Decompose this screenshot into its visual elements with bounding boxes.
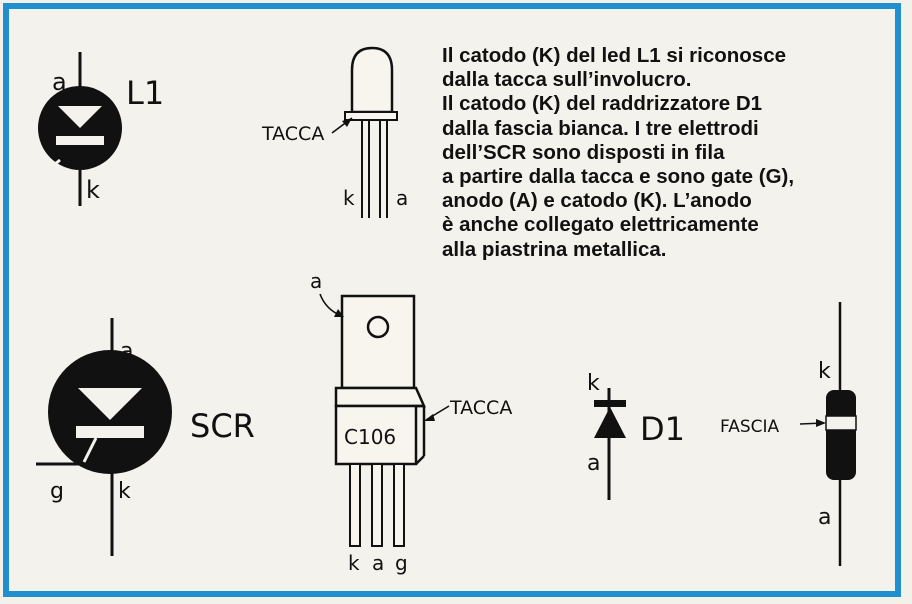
description-line: anodo (A) e catodo (K). L’anodo (442, 189, 752, 213)
diode-component: k a FASCIA (720, 302, 857, 566)
led-symbol-name: L1 (126, 74, 164, 112)
led-notch-label: TACCA (261, 123, 324, 145)
description-line: Il catodo (K) del raddrizzatore D1 (442, 92, 763, 116)
scr-notch-label: TACCA (449, 397, 512, 419)
led-lead-left-label: k (343, 186, 355, 210)
description-line: dalla tacca sull’involucro. (442, 68, 692, 92)
diode-band-label: FASCIA (720, 417, 780, 437)
description-line: a partire dalla tacca e sono gate (G), (442, 165, 795, 189)
scr-part-number: C106 (344, 425, 396, 449)
scr-lead-a-label: a (372, 551, 384, 575)
description-line: dalla fascia bianca. I tre elettrodi (442, 116, 759, 140)
diode-symbol-d1: k a D1 (587, 371, 685, 500)
description-line: alla piastrina metallica. (442, 237, 667, 261)
led-lead-right-label: a (396, 186, 408, 210)
diode-anode-label: a (818, 505, 831, 530)
led-symbol-l1: a k L1 (27, 52, 164, 206)
led-symbol-cathode-label: k (86, 176, 100, 204)
scr-symbol: a g k SCR (36, 318, 255, 556)
diode-symbol-cathode-label: k (587, 371, 600, 396)
led-component: TACCA k a (261, 46, 408, 218)
diode-symbol-name: D1 (640, 410, 685, 448)
scr-lead-g-label: g (395, 551, 408, 575)
scr-lead-k-label: k (348, 551, 360, 575)
diode-cathode-label: k (818, 359, 831, 384)
description-line: è anche collegato elettricamente (442, 213, 759, 237)
scr-symbol-gate-label: g (50, 479, 64, 504)
scr-symbol-cathode-label: k (118, 479, 131, 504)
scr-symbol-anode-label: a (120, 339, 133, 364)
led-symbol-anode-label: a (52, 68, 67, 96)
description-line: Il catodo (K) del led L1 si riconosce (442, 44, 787, 67)
description-text: Il catodo (K) del led L1 si riconosce da… (442, 44, 902, 262)
scr-symbol-name: SCR (190, 407, 255, 445)
scr-component: C106 k a g a TACCA (310, 269, 512, 575)
diode-symbol-anode-label: a (587, 451, 600, 476)
scr-tab-label: a (310, 269, 322, 293)
diagram-frame (3, 3, 901, 597)
description-line: dell’SCR sono disposti in fila (442, 140, 725, 164)
